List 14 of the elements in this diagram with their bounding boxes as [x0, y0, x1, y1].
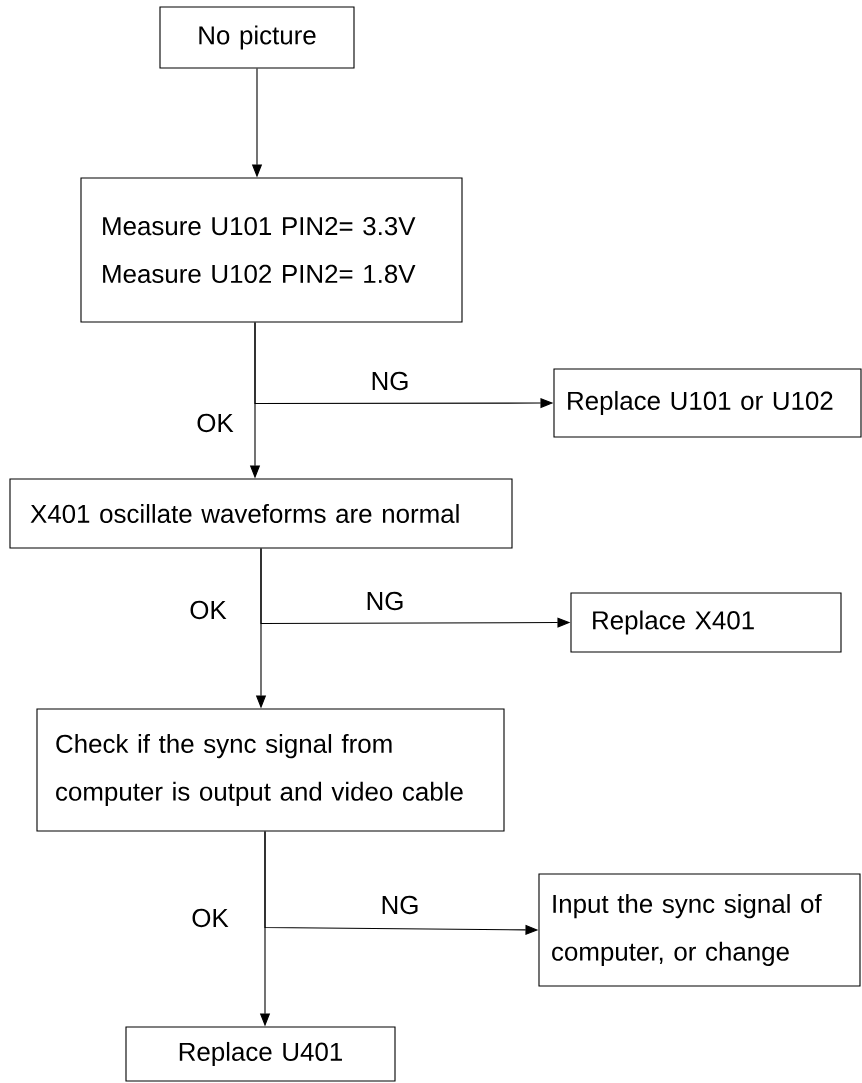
edge-label: NG [379, 894, 421, 916]
process-box: No picture [159, 6, 355, 69]
process-box: Replace U101 or U102 [553, 368, 862, 438]
edge-label: NG [364, 590, 406, 612]
edge-label: OK [190, 907, 230, 929]
process-box: Replace U401 [125, 1026, 396, 1082]
process-box: Check if the sync signal from computer is output and video cable [36, 708, 505, 832]
process-box: Replace X401 [570, 592, 842, 653]
edge-label: NG [369, 370, 411, 392]
process-box: X401 oscillate waveforms are normal [9, 478, 513, 549]
process-box: Measure U101 PIN2= 3.3V Measure U102 PIN2= 1.8V [80, 177, 463, 323]
edge-label: OK [188, 599, 228, 621]
edge-label: OK [195, 412, 235, 434]
process-box: Input the sync signal of computer, or change [538, 873, 861, 987]
